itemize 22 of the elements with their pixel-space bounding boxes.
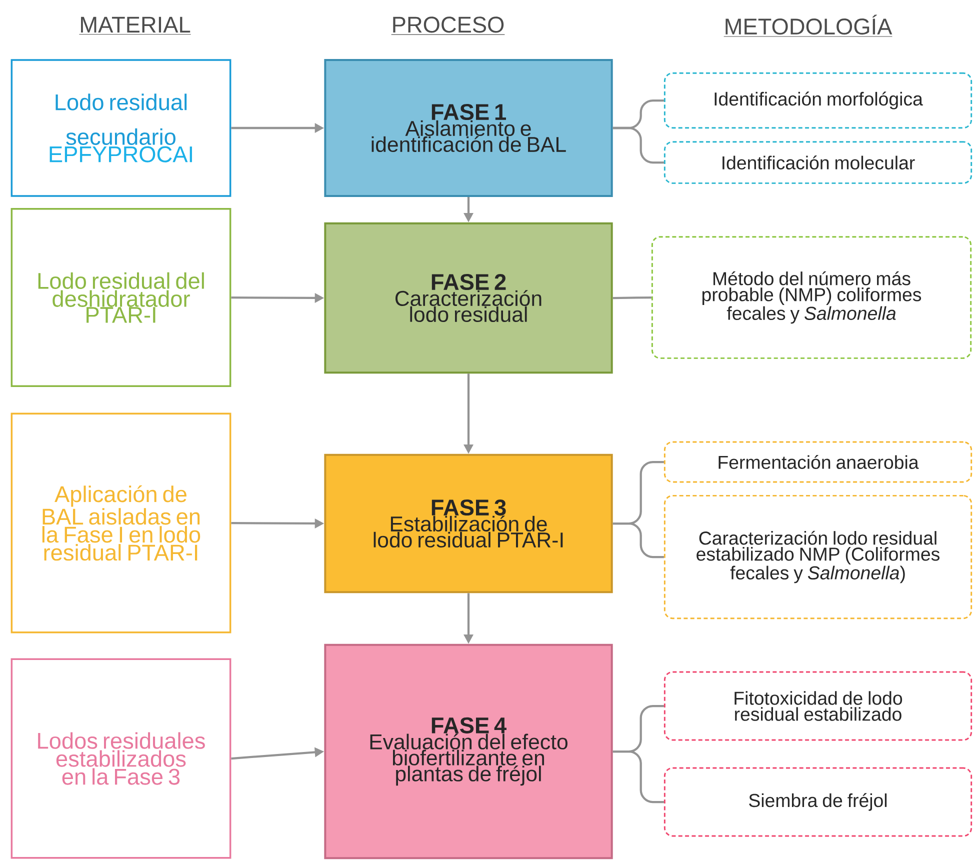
phase-box: FASE 2 Caracterización lodo residual [324, 222, 613, 374]
method-box: Fermentación anaerobia [664, 441, 972, 483]
method-box: Caracterización lodo residual estabilizado NMP (Coliformes fecales y Salmonella) [664, 494, 972, 620]
material-box: Aplicación de BAL aisladas en la Fase I en lodo residual PTAR-I [10, 412, 232, 634]
material-box: Lodos residuales estabilizados en la Fase 3 [10, 658, 232, 859]
phase-box: FASE 1 Aislamiento e identificación de BAL [324, 59, 613, 197]
bracket-line [612, 296, 652, 300]
method-box: Fitotoxicidad de lodo residual estabilizado [664, 671, 972, 741]
method-box: Identificación molecular [664, 141, 972, 184]
method-box: Siembra de fréjol [664, 767, 972, 837]
method-box: Método del número más probable (NMP) coliformes fecales y Salmonella [651, 236, 972, 359]
phase-box: FASE 3 Estabilización de lodo residual PTAR-I [324, 454, 613, 594]
bracket-line [612, 750, 664, 804]
material-box: Lodo residual secundario EPFYPROCAI [10, 59, 232, 197]
material-box: Lodo residual del deshidratador PTAR-I [10, 208, 232, 388]
column-heading: PROCESO [391, 16, 505, 35]
bracket-line [612, 522, 664, 558]
phase-box: FASE 4 Evaluación del efecto biofertilizante en plantas de fréjol [324, 644, 613, 860]
column-heading: METODOLOGÍA [724, 14, 892, 37]
method-box: Identificación morfológica [664, 72, 972, 129]
column-heading: MATERIAL [78, 16, 192, 35]
bracket-line [612, 126, 664, 164]
